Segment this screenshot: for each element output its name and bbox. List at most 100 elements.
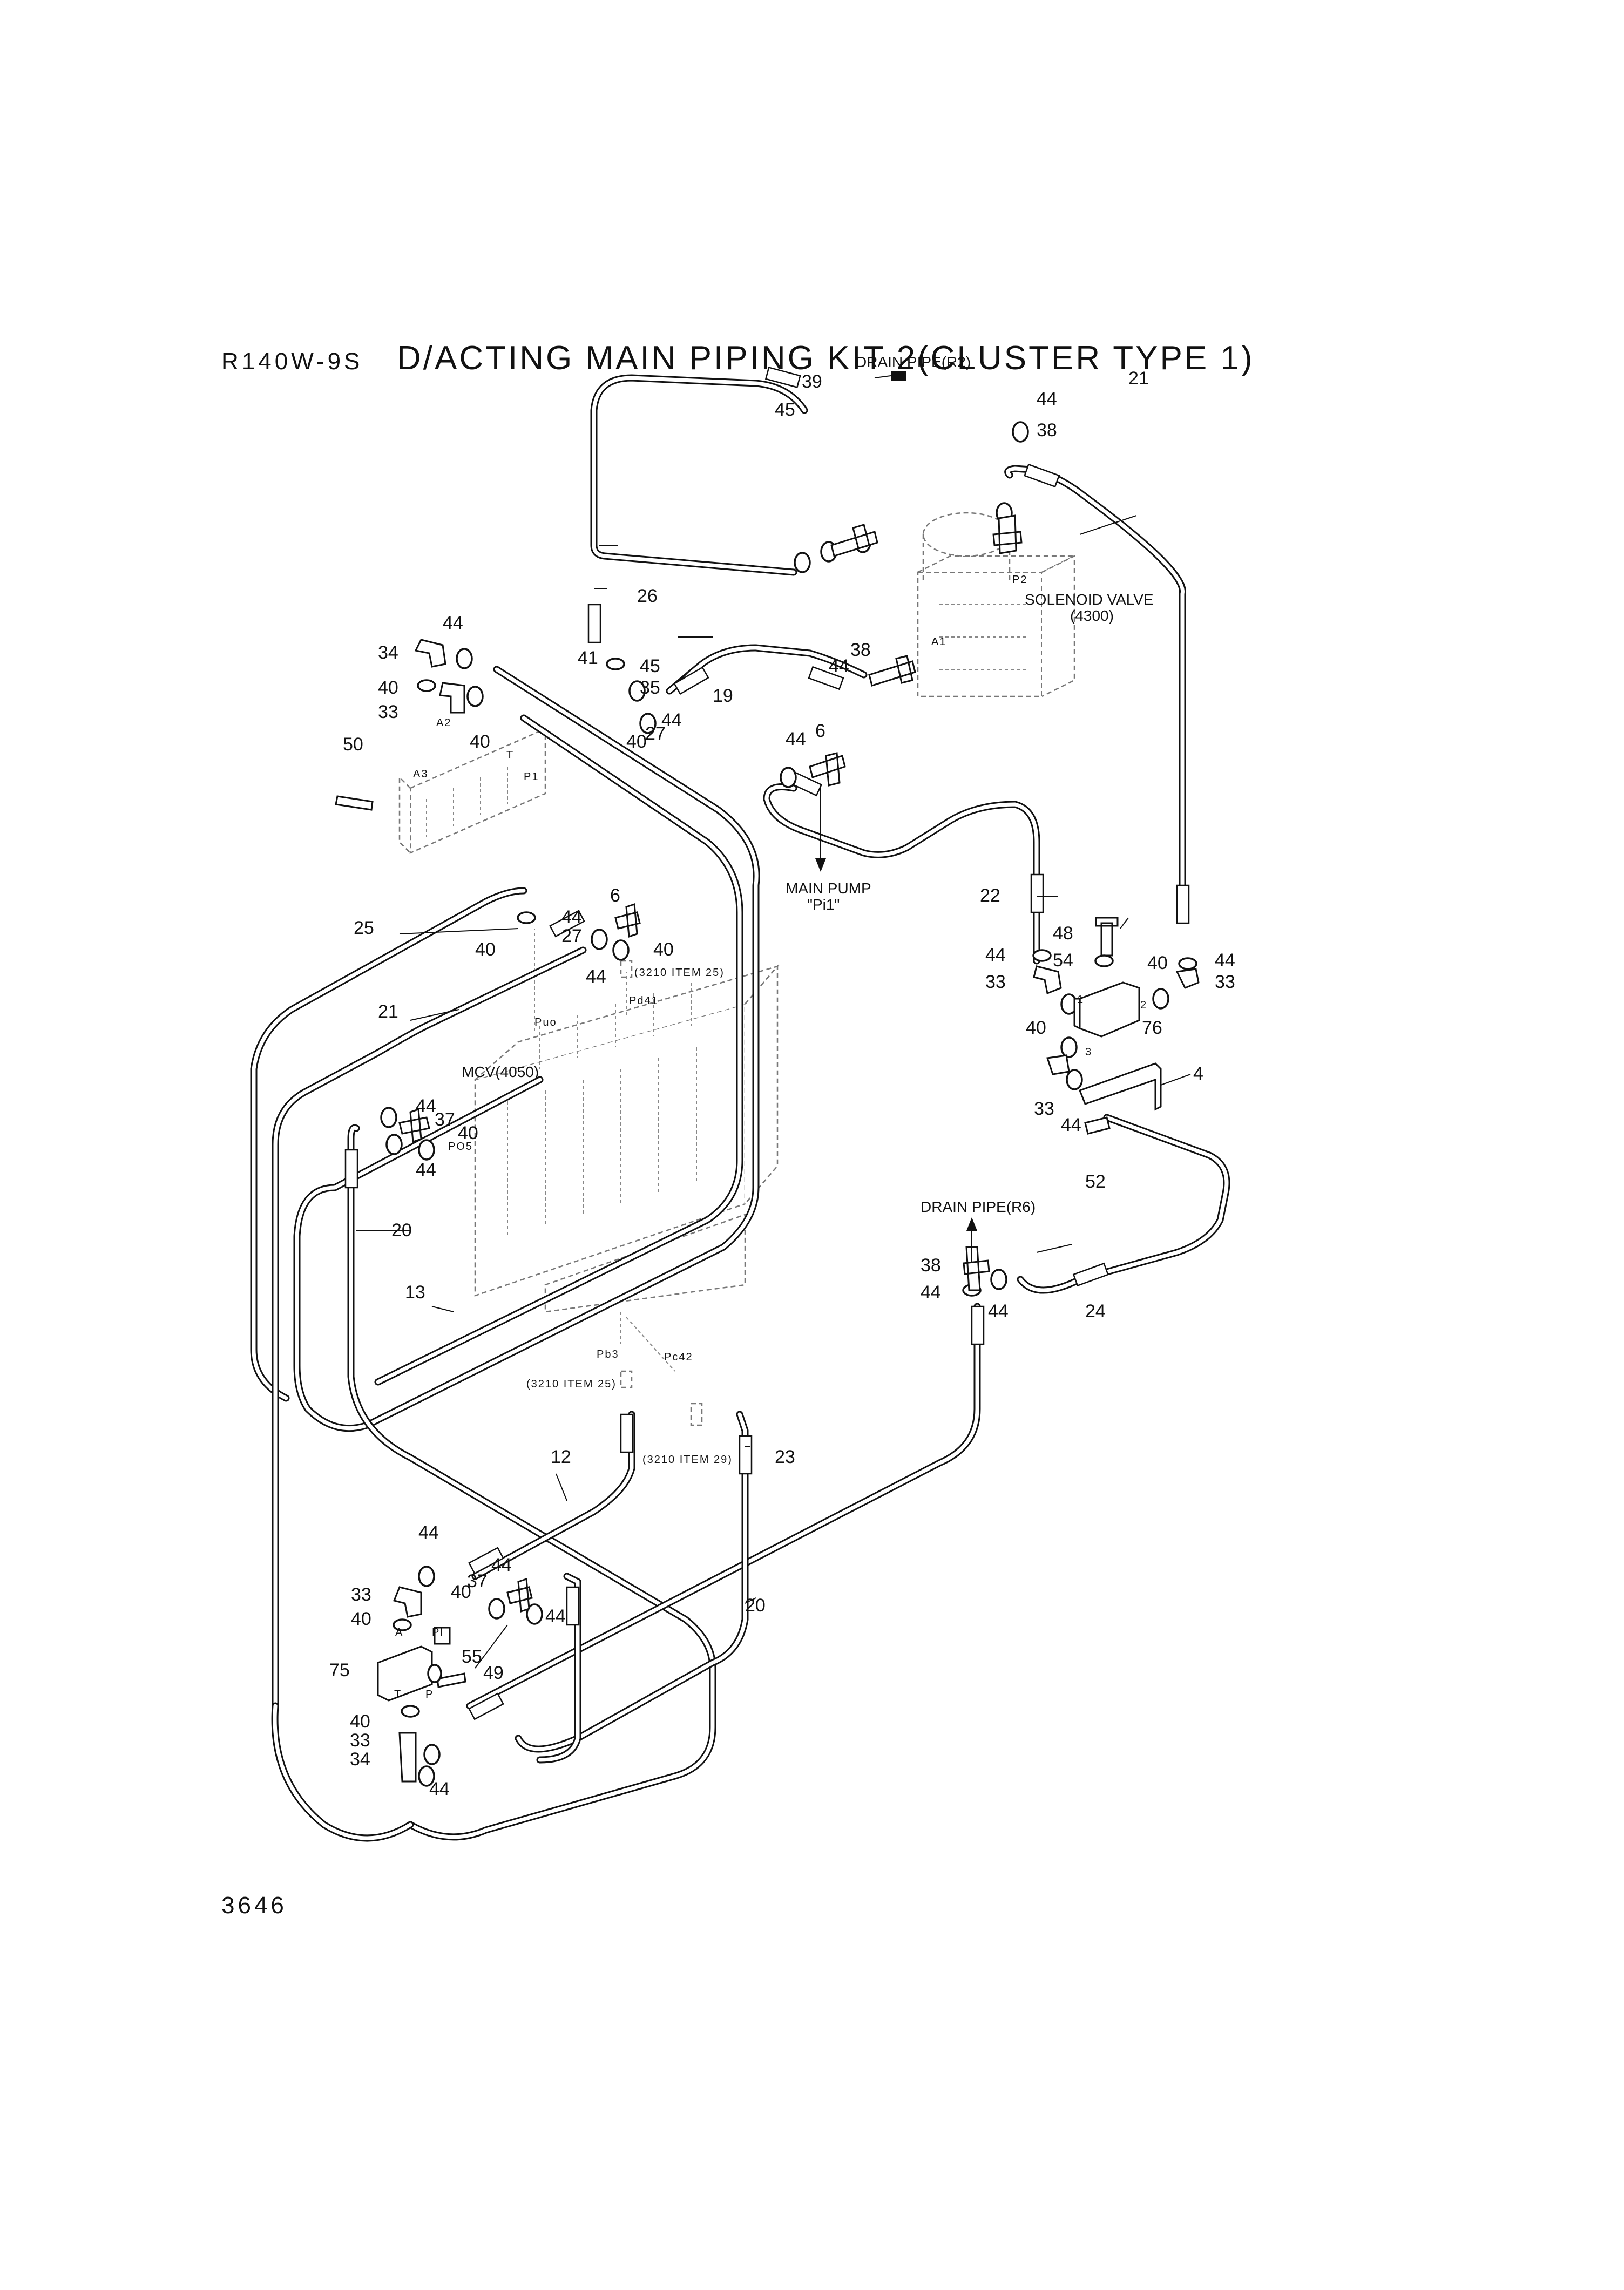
callout-number: 25: [354, 918, 374, 938]
callout-number: 40: [378, 677, 398, 698]
drain-pipe-r6-label: DRAIN PIPE(R6): [921, 1198, 1036, 1215]
port-label: Pb3: [597, 1349, 619, 1360]
port-label: P: [425, 1689, 434, 1700]
callout-number: 40: [1147, 953, 1168, 973]
mcv-ghost: [474, 964, 780, 1372]
port-label: P2: [1012, 574, 1027, 586]
callout-number: 13: [405, 1282, 425, 1303]
callout-number: 33: [351, 1584, 371, 1605]
port-label: A1: [931, 636, 946, 648]
callout-number: 44: [416, 1160, 436, 1180]
ref-item25-b: (3210 ITEM 25): [526, 1378, 617, 1390]
callout-number: 27: [645, 723, 666, 744]
callout-number: 44: [586, 966, 606, 987]
callout-number: 76: [1142, 1018, 1162, 1038]
annotations: DRAIN PIPE(R2) DRAIN PIPE(R6) SOLENOID V…: [462, 354, 1154, 1466]
callout-number: 44: [786, 729, 806, 749]
callout-number: 33: [378, 702, 398, 722]
callout-number: 40: [475, 939, 496, 960]
part-callouts: 39 45 44 38 21 26 44 34 41 45 35 38 44 1…: [329, 368, 1235, 1799]
ref-item25-a: (3210 ITEM 25): [634, 967, 725, 979]
port-label: P1: [524, 771, 539, 783]
port-label: 2: [1140, 999, 1147, 1011]
callout-number: 49: [483, 1663, 504, 1683]
callout-number: 41: [578, 648, 598, 668]
callout-number: 33: [985, 972, 1006, 992]
callout-number: 33: [350, 1730, 370, 1751]
callout-number: 75: [329, 1660, 350, 1681]
callout-number: 44: [416, 1096, 436, 1116]
callout-number: 6: [610, 885, 620, 906]
callout-number: 33: [1034, 1099, 1054, 1119]
callout-number: 35: [640, 677, 660, 698]
port-label: 1: [1077, 994, 1084, 1006]
port-label: A2: [436, 717, 451, 729]
port-label: A: [395, 1627, 403, 1638]
callout-number: 38: [850, 640, 871, 660]
hoses: [250, 374, 1230, 1842]
solenoid-block-75: [377, 1627, 451, 1702]
callout-number: 52: [1085, 1171, 1106, 1192]
callout-number: 39: [802, 371, 822, 392]
left-valve-ghost: [398, 728, 546, 854]
page-number: 3646: [221, 1892, 287, 1919]
callout-number: 55: [462, 1647, 482, 1667]
callout-number: 44: [985, 945, 1006, 965]
callout-number: 50: [343, 734, 363, 755]
port-label: T: [506, 749, 514, 761]
callout-number: 44: [429, 1779, 450, 1799]
port-ghosts: [534, 929, 703, 1426]
port-label: Pd41: [629, 995, 659, 1007]
callout-number: 40: [1026, 1018, 1046, 1038]
port-label: PO5: [448, 1141, 473, 1153]
callout-number: 21: [378, 1001, 398, 1022]
callout-number: 45: [640, 656, 660, 676]
drain-pipe-r2-label: DRAIN PIPE(R2): [856, 354, 971, 370]
callout-number: 40: [451, 1582, 471, 1602]
solenoid-code-label: (4300): [1070, 607, 1114, 624]
callout-number: 44: [491, 1555, 512, 1575]
callout-number: 48: [1053, 923, 1073, 944]
callout-number: 27: [561, 926, 582, 946]
port-labels: P2 A1 A2 A3 T P1 Puo Pd41 PO5 Pb3 Pc42 A…: [394, 574, 1147, 1700]
callout-number: 44: [418, 1522, 439, 1543]
callout-number: 40: [626, 731, 647, 752]
callout-number: 37: [467, 1571, 488, 1591]
mcv-label: MCV(4050): [462, 1063, 539, 1080]
callout-number: 44: [988, 1301, 1009, 1322]
callout-number: 24: [1085, 1301, 1106, 1322]
port-label: A3: [413, 768, 428, 780]
ref-item29: (3210 ITEM 29): [642, 1454, 733, 1466]
callout-number: 44: [561, 907, 582, 927]
callout-number: 40: [351, 1609, 371, 1629]
callout-number: 34: [378, 642, 398, 663]
main-pump-label: MAIN PUMP: [786, 880, 871, 897]
callout-number: 22: [980, 885, 1000, 906]
fittings: [335, 367, 1200, 1787]
callout-number: 6: [815, 721, 825, 741]
callout-number: 40: [458, 1123, 478, 1143]
port-label: Puo: [534, 1017, 557, 1028]
callout-number: 12: [551, 1447, 571, 1467]
callout-number: 40: [350, 1711, 370, 1732]
callout-number: 44: [1215, 950, 1235, 971]
port-label: Pc42: [664, 1351, 693, 1363]
bracket-4: [1079, 1062, 1162, 1111]
callout-number: 33: [1215, 972, 1235, 992]
callout-number: 34: [350, 1749, 370, 1770]
callout-number: 21: [1128, 368, 1149, 389]
callout-number: 44: [443, 613, 463, 633]
leader-lines: [356, 515, 1191, 1669]
callout-number: 44: [1061, 1115, 1081, 1135]
solenoid-valve-ghost: [917, 512, 1075, 697]
callout-number: 44: [545, 1606, 566, 1627]
callout-number: 38: [921, 1255, 941, 1276]
solenoid-valve-label: SOLENOID VALVE: [1025, 591, 1154, 608]
callout-number: 20: [391, 1220, 412, 1241]
model-code: R140W-9S: [221, 348, 363, 375]
callout-number: 44: [661, 710, 682, 730]
page-title: D/ACTING MAIN PIPING KIT 2(CLUSTER TYPE …: [397, 340, 1255, 377]
callout-number: 54: [1053, 950, 1073, 971]
callout-number: 37: [435, 1109, 455, 1130]
